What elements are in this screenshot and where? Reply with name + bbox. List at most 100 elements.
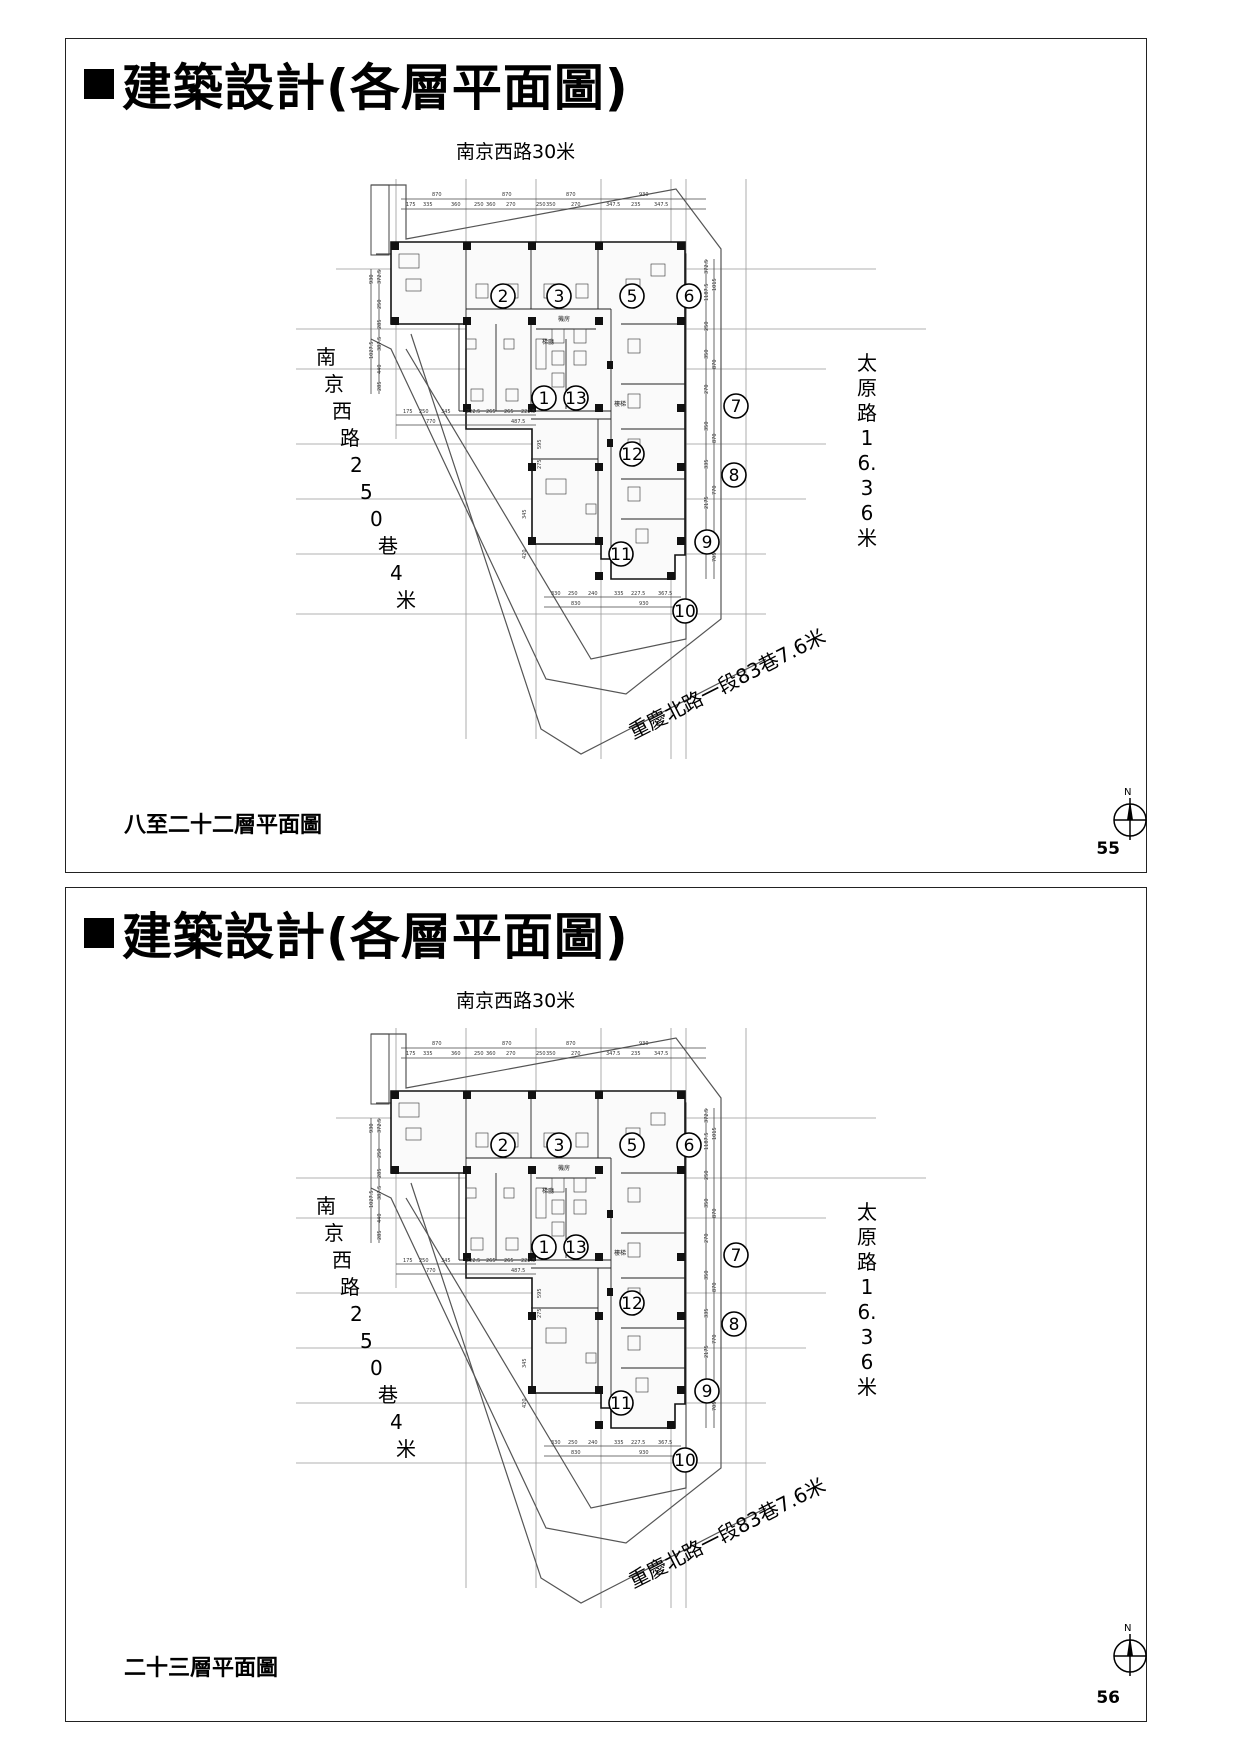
svg-text:250: 250 — [377, 1148, 383, 1158]
unit-number: 5 — [627, 287, 638, 307]
svg-text:345: 345 — [522, 509, 528, 519]
svg-text:機房: 機房 — [558, 315, 570, 323]
north-arrow-icon: N — [1113, 787, 1147, 840]
page-number: 55 — [1096, 839, 1120, 859]
svg-text:705: 705 — [712, 552, 718, 562]
unit-number: 2 — [498, 1136, 509, 1156]
svg-text:335: 335 — [423, 202, 433, 208]
svg-text:770: 770 — [426, 1268, 436, 1274]
svg-text:770: 770 — [712, 485, 718, 495]
svg-text:250: 250 — [568, 591, 578, 597]
unit-marker: 13 — [563, 385, 589, 411]
svg-text:270: 270 — [506, 202, 516, 208]
svg-text:樓梯: 樓梯 — [614, 400, 626, 408]
svg-text:270: 270 — [704, 1233, 710, 1243]
unit-number: 3 — [554, 287, 565, 307]
svg-text:345: 345 — [522, 1358, 528, 1368]
svg-text:345: 345 — [441, 1258, 451, 1264]
svg-text:870: 870 — [502, 192, 512, 198]
svg-text:265: 265 — [504, 1258, 514, 1264]
svg-text:1015: 1015 — [712, 278, 718, 291]
svg-text:175: 175 — [403, 409, 413, 415]
svg-text:367.5: 367.5 — [658, 591, 672, 597]
svg-text:360: 360 — [451, 1051, 461, 1057]
svg-text:335: 335 — [614, 591, 624, 597]
svg-text:930: 930 — [369, 1123, 375, 1133]
bullet-square-icon — [84, 918, 114, 948]
unit-number: 8 — [729, 1315, 740, 1335]
svg-text:250: 250 — [377, 299, 383, 309]
street-label-right: 太原路16.36米 — [857, 351, 877, 550]
svg-text:235: 235 — [631, 202, 641, 208]
unit-marker: 1 — [531, 385, 557, 411]
unit-number: 6 — [684, 287, 695, 307]
unit-marker: 7 — [723, 393, 749, 419]
unit-number: 12 — [621, 1294, 643, 1314]
heading-text: 建築設計(各層平面圖) — [122, 59, 629, 117]
svg-text:372.5: 372.5 — [704, 1109, 710, 1123]
svg-text:360: 360 — [451, 202, 461, 208]
svg-text:250: 250 — [536, 202, 546, 208]
svg-text:1187.5: 1187.5 — [704, 284, 710, 302]
svg-text:1015: 1015 — [712, 1127, 718, 1140]
unit-number-layer: 2 3 5 6 1 13 7 12 8 9 11 10 — [490, 283, 749, 624]
svg-text:梯廳: 梯廳 — [542, 1187, 554, 1195]
floor-caption: 八至二十二層平面圖 — [124, 813, 323, 838]
svg-text:595: 595 — [537, 439, 543, 449]
svg-text:335: 335 — [423, 1051, 433, 1057]
svg-text:1187.5: 1187.5 — [704, 1133, 710, 1151]
svg-text:830: 830 — [571, 601, 581, 607]
svg-text:250: 250 — [419, 409, 429, 415]
svg-text:870: 870 — [502, 1041, 512, 1047]
svg-text:335: 335 — [704, 1308, 710, 1318]
svg-text:1027.5: 1027.5 — [369, 342, 375, 360]
unit-marker: 9 — [694, 1378, 720, 1404]
unit-marker: 11 — [608, 1390, 634, 1416]
unit-number: 8 — [729, 466, 740, 486]
svg-text:420: 420 — [522, 1398, 528, 1408]
svg-text:420: 420 — [522, 549, 528, 559]
svg-text:270: 270 — [506, 1051, 516, 1057]
svg-text:330: 330 — [551, 1440, 561, 1446]
svg-text:285: 285 — [377, 319, 383, 329]
unit-number: 1 — [539, 1238, 550, 1258]
unit-number: 12 — [621, 445, 643, 465]
svg-text:270: 270 — [704, 384, 710, 394]
unit-number: 9 — [702, 1382, 713, 1402]
unit-marker: 5 — [619, 1132, 645, 1158]
unit-number: 2 — [498, 287, 509, 307]
svg-text:770: 770 — [712, 1334, 718, 1344]
unit-marker: 6 — [676, 283, 702, 309]
svg-text:275: 275 — [537, 459, 543, 469]
unit-marker: 11 — [608, 541, 634, 567]
svg-text:870: 870 — [712, 433, 718, 443]
svg-text:250: 250 — [419, 1258, 429, 1264]
svg-text:487.5: 487.5 — [511, 419, 525, 425]
svg-text:487.5: 487.5 — [511, 1268, 525, 1274]
unit-number: 7 — [731, 1246, 742, 1266]
svg-text:830: 830 — [571, 1450, 581, 1456]
svg-text:770: 770 — [426, 419, 436, 425]
svg-text:250: 250 — [704, 1170, 710, 1180]
svg-text:870: 870 — [432, 1041, 442, 1047]
svg-text:2175: 2175 — [704, 1345, 710, 1358]
svg-text:2175: 2175 — [704, 496, 710, 509]
svg-text:240: 240 — [588, 1440, 598, 1446]
unit-marker: 10 — [672, 598, 698, 624]
svg-text:372.5: 372.5 — [704, 260, 710, 274]
svg-text:870: 870 — [566, 1041, 576, 1047]
unit-marker: 2 — [490, 1132, 516, 1158]
svg-text:250: 250 — [704, 321, 710, 331]
svg-text:930: 930 — [639, 601, 649, 607]
svg-text:330: 330 — [551, 591, 561, 597]
page-heading: 建築設計(各層平面圖) — [84, 912, 629, 962]
street-label-top: 南京西路30米 — [456, 990, 576, 1012]
svg-text:360: 360 — [486, 1051, 496, 1057]
svg-text:270: 270 — [571, 202, 581, 208]
svg-text:250: 250 — [536, 1051, 546, 1057]
svg-text:367.5: 367.5 — [658, 1440, 672, 1446]
unit-number: 10 — [674, 602, 696, 622]
unit-marker: 7 — [723, 1242, 749, 1268]
